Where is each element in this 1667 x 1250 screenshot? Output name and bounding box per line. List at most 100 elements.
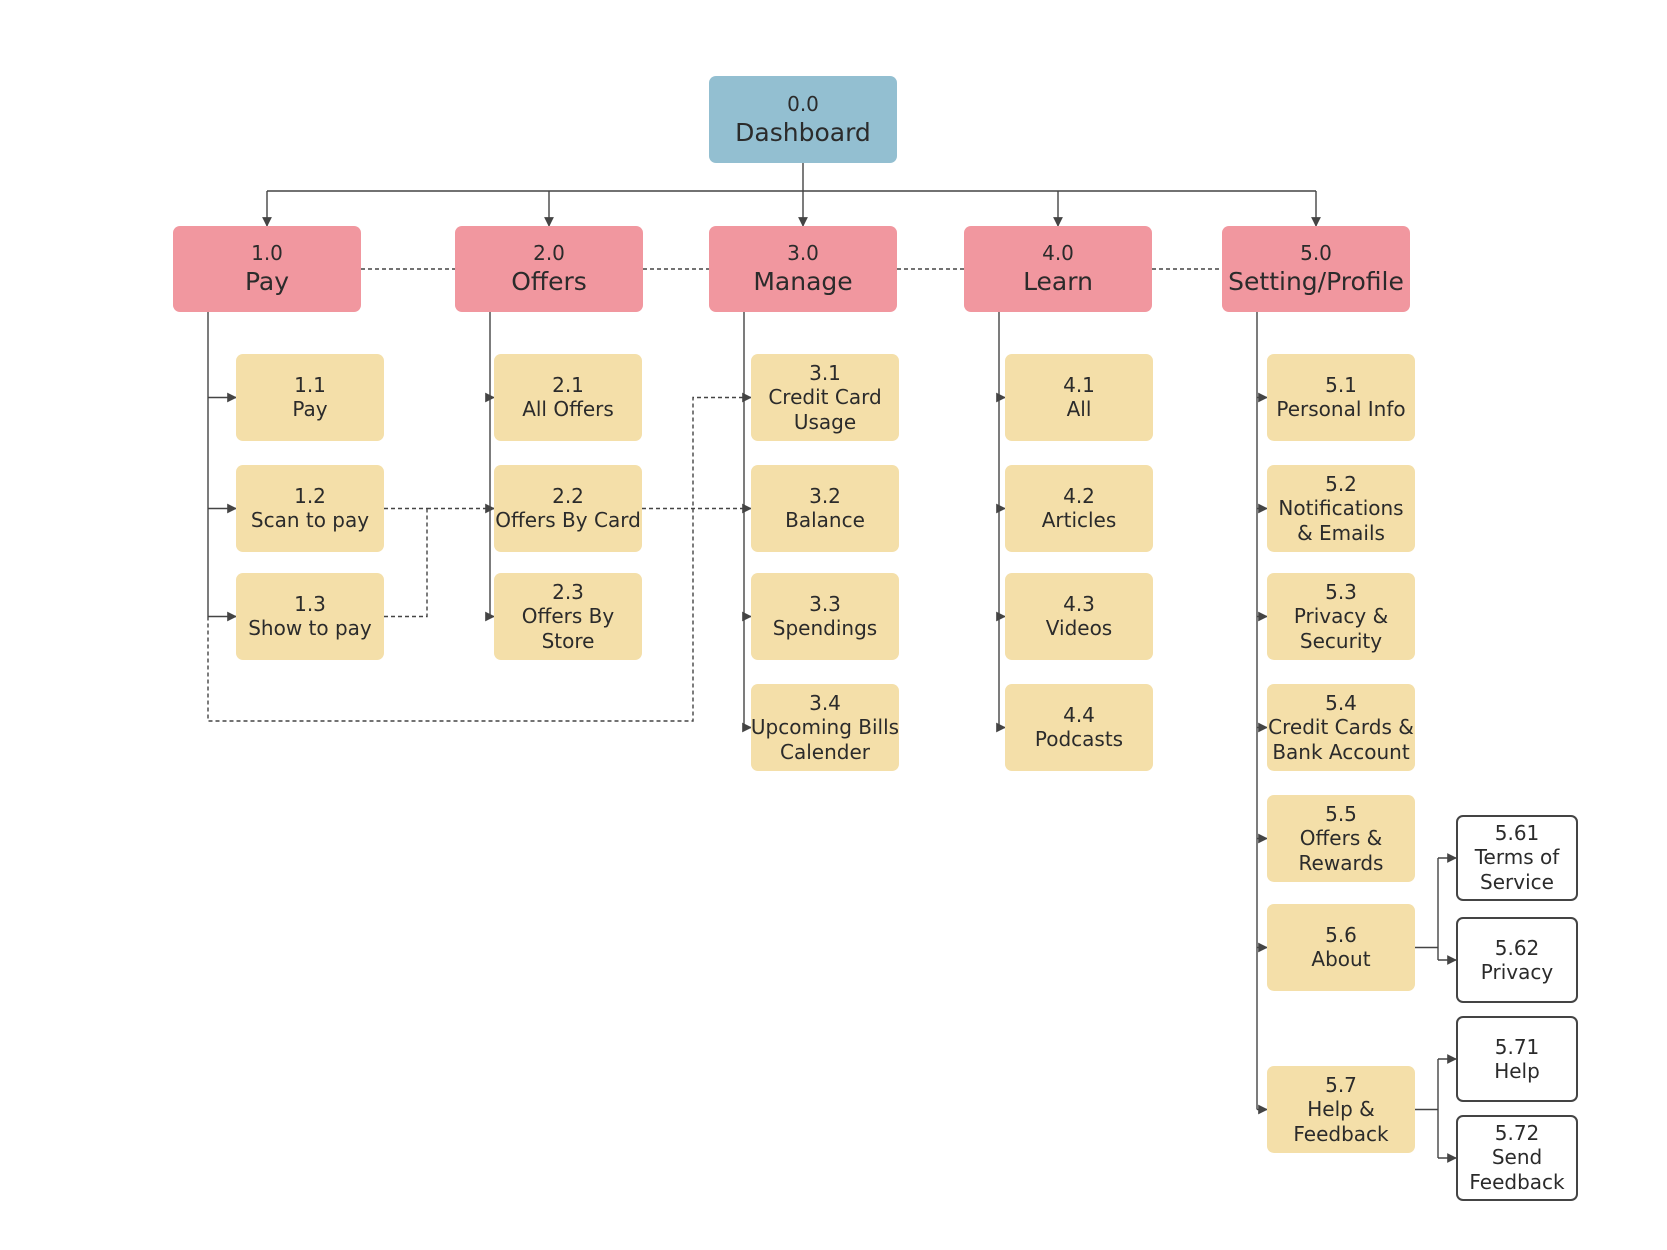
node-label: Notifications <box>1278 495 1404 520</box>
node-code: 3.2 <box>809 484 841 508</box>
node-code: 5.4 <box>1325 690 1357 715</box>
node-code: 4.3 <box>1063 592 1095 616</box>
node-label: Scan to pay <box>250 508 370 532</box>
node-code: 4.0 <box>1042 241 1074 265</box>
node-label: Offers By <box>521 603 615 628</box>
node-code: 1.3 <box>294 592 326 616</box>
node-label: Offers <box>511 267 587 296</box>
node-label: Feedback <box>1293 1121 1389 1146</box>
node-label: Dashboard <box>735 117 871 147</box>
node-label: Offers & <box>1299 825 1383 850</box>
node-label: Articles <box>1041 508 1117 532</box>
node-label: Store <box>541 628 595 653</box>
node-code: 3.4 <box>809 690 841 715</box>
cross-link-dashed-line <box>207 396 744 722</box>
node-code: 1.2 <box>294 484 326 508</box>
node-label: Manage <box>753 267 853 296</box>
node-code: 5.3 <box>1325 579 1357 604</box>
node-label: Credit Cards & <box>1268 714 1414 739</box>
node-label: Pay <box>292 397 328 421</box>
node-code: 2.3 <box>552 579 584 604</box>
node-label: Privacy <box>1480 959 1554 984</box>
node-code: 5.62 <box>1494 935 1540 960</box>
node-code: 5.5 <box>1325 801 1357 826</box>
node-label: Pay <box>244 267 290 296</box>
node-label: Show to pay <box>248 616 372 640</box>
node-label: All <box>1066 397 1092 421</box>
node-label: Send <box>1491 1145 1543 1169</box>
node-code: 5.0 <box>1300 241 1332 265</box>
node-code: 1.1 <box>294 373 326 397</box>
node-code: 2.1 <box>552 373 584 397</box>
node-code: 5.6 <box>1325 923 1357 947</box>
node-label: Balance <box>785 508 865 532</box>
node-code: 4.2 <box>1063 484 1095 508</box>
node-label: Upcoming Bills <box>750 714 900 739</box>
node-code: 0.0 <box>787 91 819 116</box>
node-label: About <box>1311 947 1371 971</box>
node-label: Setting/Profile <box>1228 267 1404 296</box>
node-code: 3.0 <box>787 241 819 265</box>
node-code: 3.3 <box>809 592 841 616</box>
node-code: 1.0 <box>251 241 283 265</box>
node-label: Credit Card <box>768 384 882 409</box>
node-label: Learn <box>1023 267 1093 296</box>
node-code: 5.1 <box>1325 373 1357 397</box>
node-code: 5.2 <box>1325 471 1357 496</box>
node-label: Privacy & <box>1293 603 1389 628</box>
node-label: & Emails <box>1297 520 1385 545</box>
node-label: Offers By Card <box>495 508 641 532</box>
node-label: Help & <box>1307 1096 1375 1121</box>
node-code: 4.1 <box>1063 373 1095 397</box>
node-label: Bank Account <box>1272 739 1410 764</box>
node-code: 5.71 <box>1494 1034 1540 1059</box>
node-label: Podcasts <box>1034 727 1124 751</box>
node-code: 5.7 <box>1325 1072 1357 1097</box>
node-label: Usage <box>793 409 857 434</box>
node-label: Feedback <box>1469 1170 1565 1194</box>
node-label: Terms of <box>1474 845 1560 869</box>
node-label: Spendings <box>772 616 878 640</box>
node-code: 5.61 <box>1494 821 1540 845</box>
node-code: 3.1 <box>809 360 841 385</box>
cross-link-dashed-line <box>384 508 428 618</box>
node-label: Service <box>1480 870 1554 894</box>
node-label: All Offers <box>522 397 614 421</box>
node-code: 2.0 <box>533 241 565 265</box>
node-code: 5.72 <box>1494 1121 1540 1145</box>
node-label: Personal Info <box>1276 397 1406 421</box>
